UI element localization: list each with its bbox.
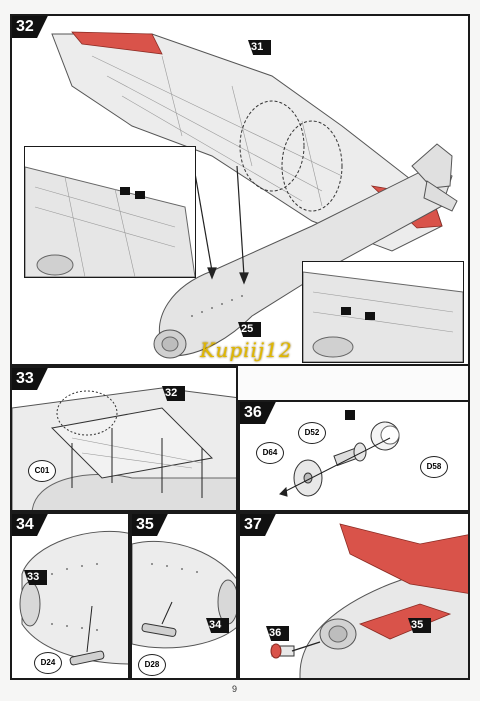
step-number-34: 34: [12, 514, 48, 536]
step-number-36: 36: [240, 402, 276, 424]
page-number: 9: [232, 684, 238, 694]
step-32-panel: 32 31 25: [10, 14, 470, 366]
step-33-panel: 33 32 C01: [10, 366, 238, 512]
step-35-panel: 35 34 D28: [130, 512, 238, 680]
part-label-d24: D24: [34, 652, 62, 674]
part-label-d64: D64: [256, 442, 284, 464]
part-label-d52: D52: [298, 422, 326, 444]
step-32-detail-inset-right: [302, 261, 464, 363]
part-label-d58: D58: [420, 456, 448, 478]
ref-step-36: 36: [266, 626, 290, 641]
ref-step-25: 25: [238, 322, 262, 337]
step-34-illustration: [19, 530, 128, 666]
step-34-panel: 34 33 D24: [10, 512, 130, 680]
step-32-detail-inset-left: [24, 146, 196, 278]
ref-step-32: 32: [162, 386, 186, 401]
part-label-d28: D28: [138, 654, 166, 676]
watermark: Kupiij12: [200, 338, 293, 362]
step-number-35: 35: [132, 514, 168, 536]
step-number-33: 33: [12, 368, 48, 390]
step-37-illustration: [270, 523, 468, 678]
ref-step-34: 34: [206, 618, 230, 633]
ref-step-35: 35: [408, 618, 432, 633]
step-36-illustration: [279, 410, 400, 497]
step-36-panel: 36 D52 D64 D58: [238, 400, 470, 512]
step-number-32: 32: [12, 16, 48, 38]
ref-step-33: 33: [24, 570, 48, 585]
ref-step-31: 31: [248, 40, 272, 55]
step-37-panel: 37 36 35: [238, 512, 470, 680]
part-label-c01: C01: [28, 460, 56, 482]
step-33-illustration: [12, 387, 236, 510]
step-32-illustration: [51, 31, 458, 359]
step-number-37: 37: [240, 514, 276, 536]
